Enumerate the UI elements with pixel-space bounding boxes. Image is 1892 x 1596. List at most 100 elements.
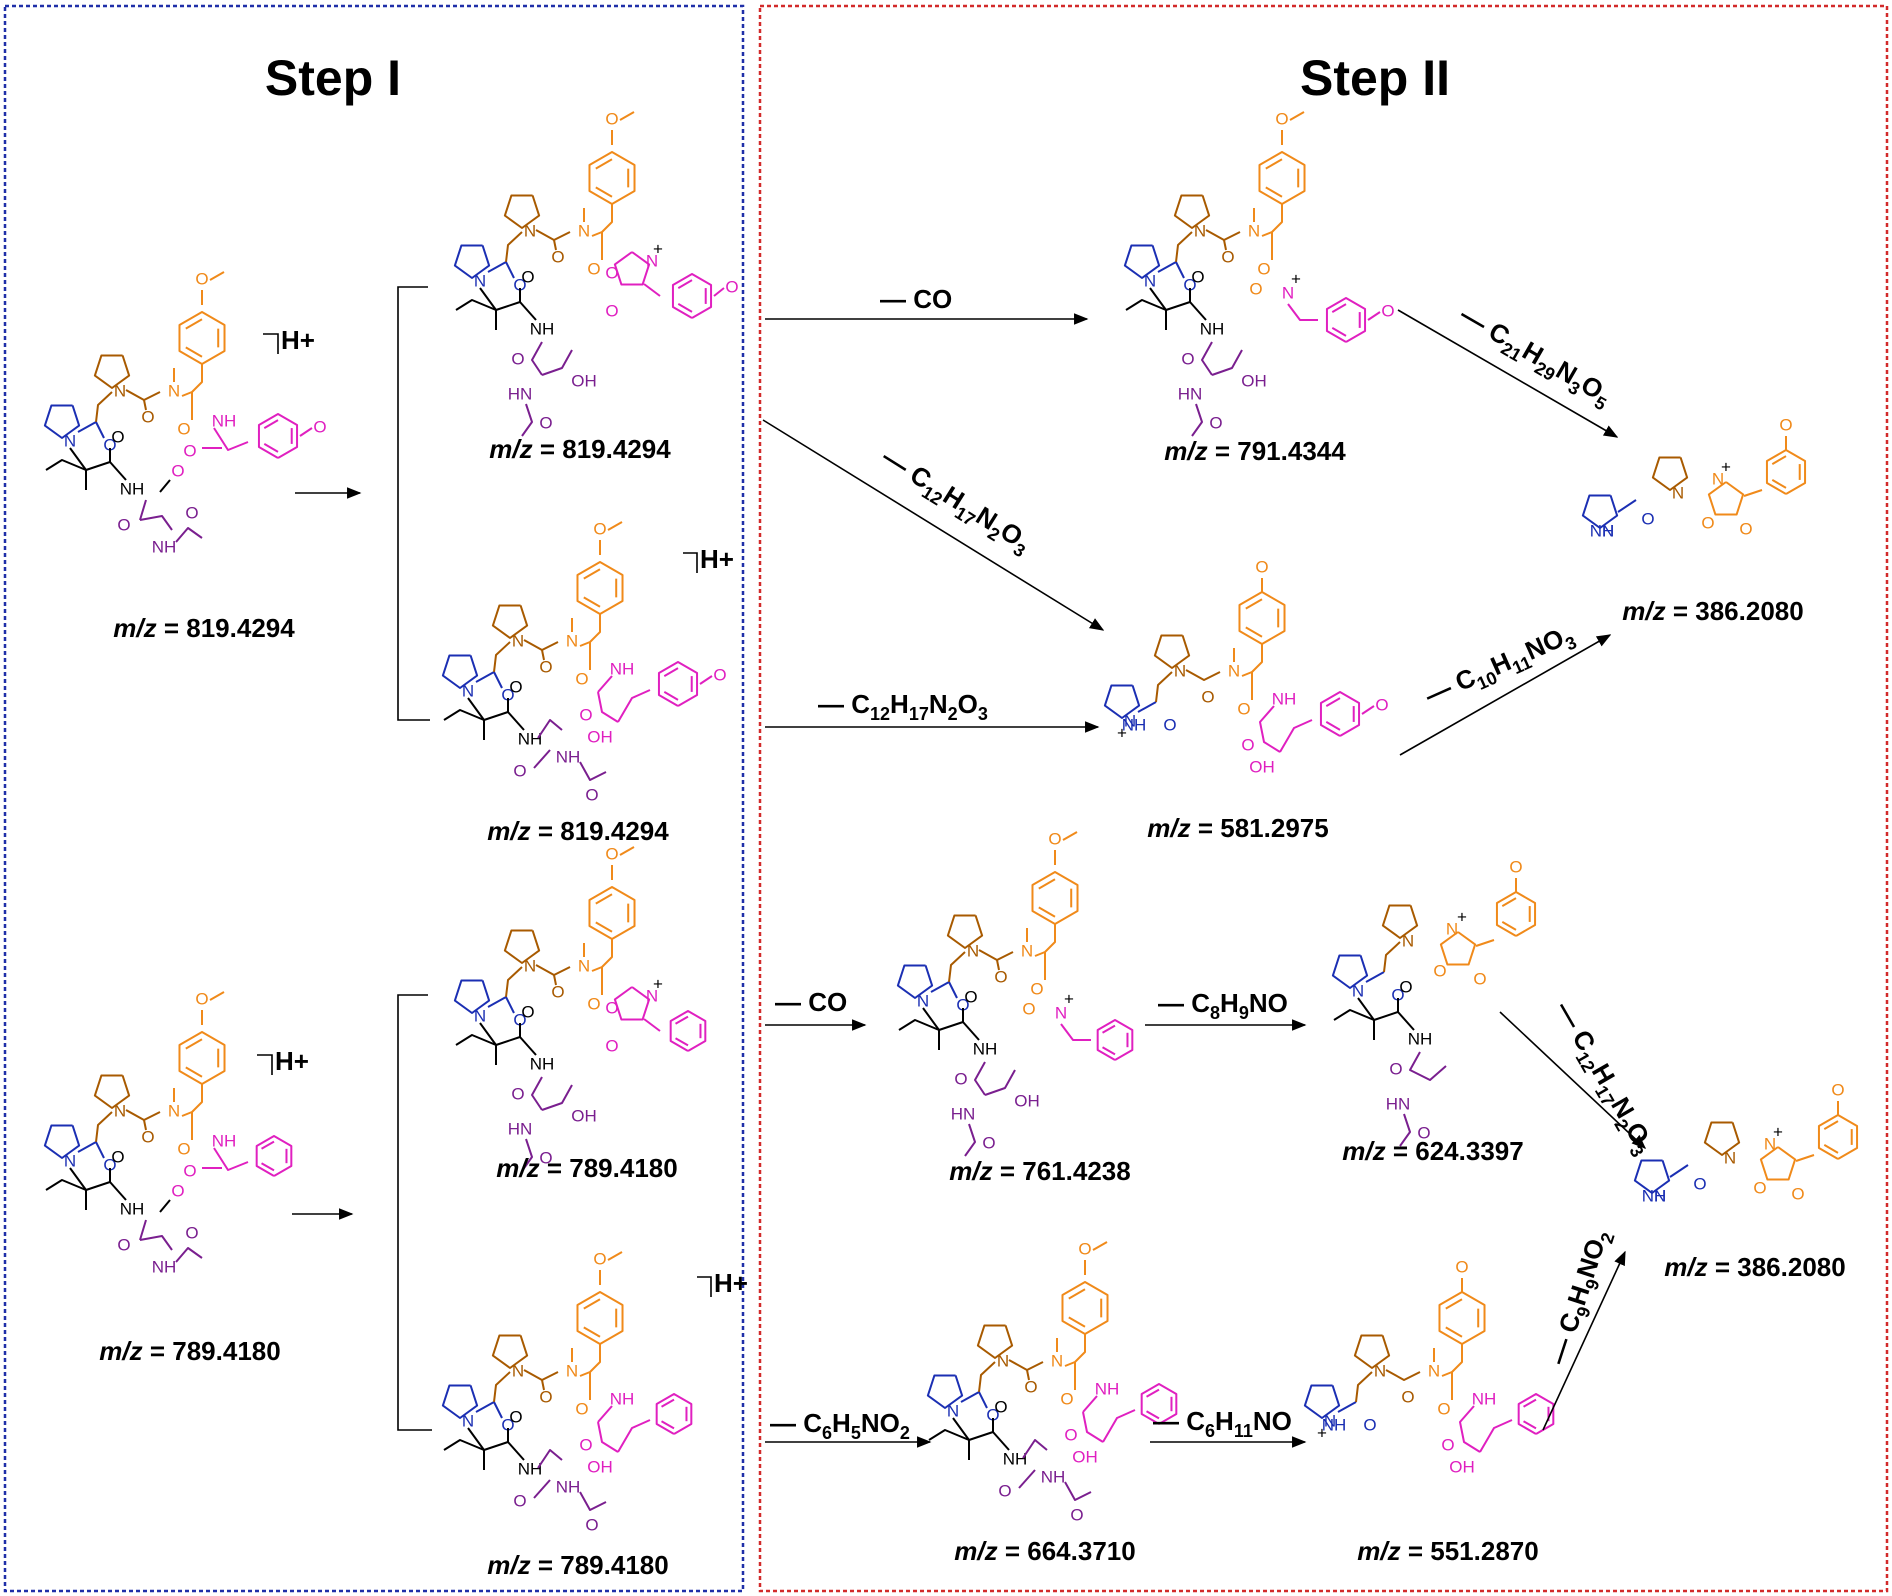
atom-label: O [141,1127,154,1146]
atom-label: + [1117,723,1127,742]
atom-label: O [171,461,184,480]
loss-c12-diag: — C12H17N2O3 [874,442,1037,562]
step2-panel [758,4,1889,1593]
atom-label: NH [610,1389,635,1408]
atom-label: O [539,1387,552,1406]
mz-f761: m/z = 761.4238 [949,1156,1130,1186]
mz-f386-top: m/z = 386.2080 [1622,596,1803,626]
atom-label: N [1144,271,1156,290]
atom-label: NH [518,729,543,748]
atom-label: O [1255,557,1268,576]
atom-label: N [462,1411,474,1430]
mz-f581: m/z = 581.2975 [1147,813,1328,843]
atom-label: O [521,267,534,286]
atom-label: O [513,275,526,294]
atom-label: NH [1041,1467,1066,1486]
atom-label: O [511,349,524,368]
atom-label: O [513,1010,526,1029]
atom-label: O [185,503,198,522]
atom-label: O [501,1415,514,1434]
atom-label: NH [530,319,555,338]
charge-label: H+ [275,1046,309,1076]
atom-label: NH [610,659,635,678]
atom-label: N [1228,661,1240,680]
atom-label: O [1693,1174,1706,1193]
charge-bracket-b2: H+ [697,1268,748,1298]
atom-label: NH [518,1459,543,1478]
atom-label: OH [1014,1091,1040,1110]
atom-label: O [1209,413,1222,432]
atom-label: NH [152,537,177,556]
atom-label: N [1712,469,1724,488]
atom-label: HN [508,1119,533,1138]
mz-parent-a: m/z = 819.4294 [113,613,295,643]
atom-label: N [524,221,536,240]
atom-label: HN [508,384,533,403]
atom-label: O [1381,301,1394,320]
atom-label: NH [1272,689,1297,708]
atom-label: O [605,301,618,320]
atom-label: O [177,419,190,438]
atom-label: N [1324,1411,1336,1430]
atom-label: N [1446,919,1458,938]
atom-label: O [195,269,208,288]
atom-label: NH [212,411,237,430]
atom-label: O [1275,109,1288,128]
atom-label: O [964,987,977,1006]
atom-label: O [1401,1387,1414,1406]
atom-label: OH [1449,1457,1475,1476]
atom-label: O [183,1161,196,1180]
atom-label: NH [212,1131,237,1150]
atom-label: N [1602,521,1614,540]
atom-label: N [566,1361,578,1380]
atom-label: O [1391,985,1404,1004]
atom-label: N [462,681,474,700]
atom-label: N [646,251,658,270]
charge-label: H+ [700,544,734,574]
atom-label: N [1654,1186,1666,1205]
atom-label: O [1791,1184,1804,1203]
atom-label: N [947,1401,959,1420]
atom-label: + [1721,457,1731,476]
atom-label: O [982,1133,995,1152]
step2-title: Step II [1300,50,1450,106]
atom-label: NH [1122,715,1147,734]
atom-label: O [1024,1377,1037,1396]
atom-label: N [168,381,180,400]
atom-label: OH [587,1457,613,1476]
mz-f386-bottom: m/z = 386.2080 [1664,1252,1845,1282]
atom-label: NH [556,1477,581,1496]
atom-label: N [512,631,524,650]
atom-label: O [1739,519,1752,538]
atom-label: N [114,1101,126,1120]
loss-c12-horiz: — C12H17N2O3 [818,689,988,724]
atom-label: + [653,974,663,993]
atom-label: O [587,259,600,278]
atom-label: O [585,1515,598,1534]
atom-label: O [605,109,618,128]
atom-label: O [585,785,598,804]
loss-co-a: — CO [880,284,952,314]
atom-label: O [1753,1178,1766,1197]
atom-label: O [1181,349,1194,368]
atom-label: O [1831,1080,1844,1099]
charge-bracket-a: H+ [263,325,315,355]
atom-label: O [1078,1239,1091,1258]
atom-label: N [1174,661,1186,680]
atom-label: N [1428,1361,1440,1380]
atom-label: O [513,1491,526,1510]
atom-label: O [587,994,600,1013]
atom-label: NH [1322,1415,1347,1434]
atom-label: NH [1095,1379,1120,1398]
atom-label: NH [556,747,581,766]
atom-label: O [1030,979,1043,998]
atom-label: O [1064,1425,1077,1444]
